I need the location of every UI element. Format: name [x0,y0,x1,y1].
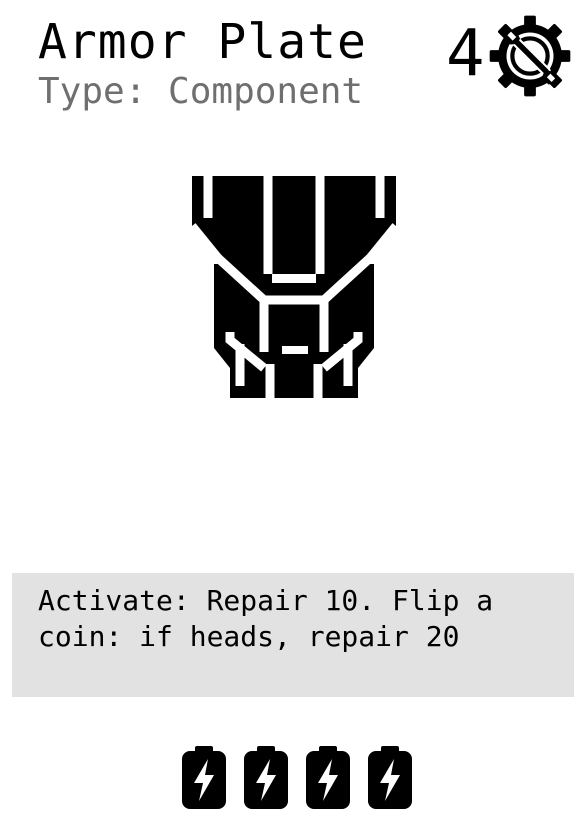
ability-box: Activate: Repair 10. Flip a coin: if hea… [12,573,574,697]
armor-plate-icon [188,176,400,400]
card-cost: 4 [446,17,485,91]
battery-bolt-icon [244,746,288,809]
ability-text: Activate: Repair 10. Flip a coin: if hea… [38,584,494,653]
gear-wrench-icon [489,15,571,97]
battery-bolt-icon [306,746,350,809]
battery-bolt-icon [182,746,226,809]
battery-row [181,746,413,810]
battery-bolt-icon [368,746,412,809]
card-title: Armor Plate [38,14,367,70]
card-type: Type: Component [38,71,364,112]
